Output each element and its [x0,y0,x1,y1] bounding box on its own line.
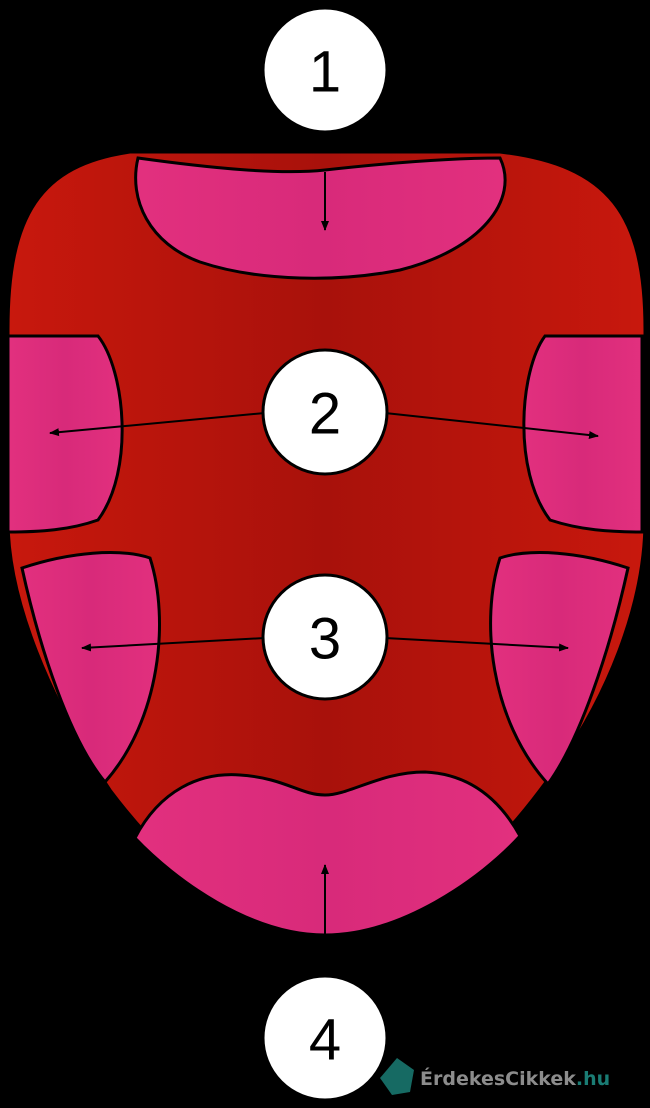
arrow-back-left [81,637,266,652]
svg-text:ÉrdekesCikkek.hu: ÉrdekesCikkek.hu [420,1067,610,1090]
arrow-back-right [384,637,569,652]
watermark: ÉrdekesCikkek.hu [380,1058,610,1095]
label-3-text: 3 [309,607,341,672]
label-2-text: 2 [309,382,341,447]
label-circle-3: 3 [261,573,389,701]
zone-back-right [489,551,630,787]
leaf-logo-icon [380,1058,414,1095]
zone-front-left [6,334,124,534]
label-circle-4: 4 [261,974,389,1102]
watermark-name: ÉrdekesCikkek [420,1067,576,1090]
label-circle-2: 2 [261,348,389,476]
label-circle-1: 1 [261,6,389,134]
label-1-text: 1 [309,40,341,105]
watermark-suffix: .hu [576,1068,610,1090]
zone-tip [134,156,507,280]
arrow-front-right [384,412,599,440]
zone-back [133,770,522,937]
label-4-text: 4 [309,1008,341,1073]
zone-back-left [20,551,162,785]
arrow-front-left [49,412,266,437]
